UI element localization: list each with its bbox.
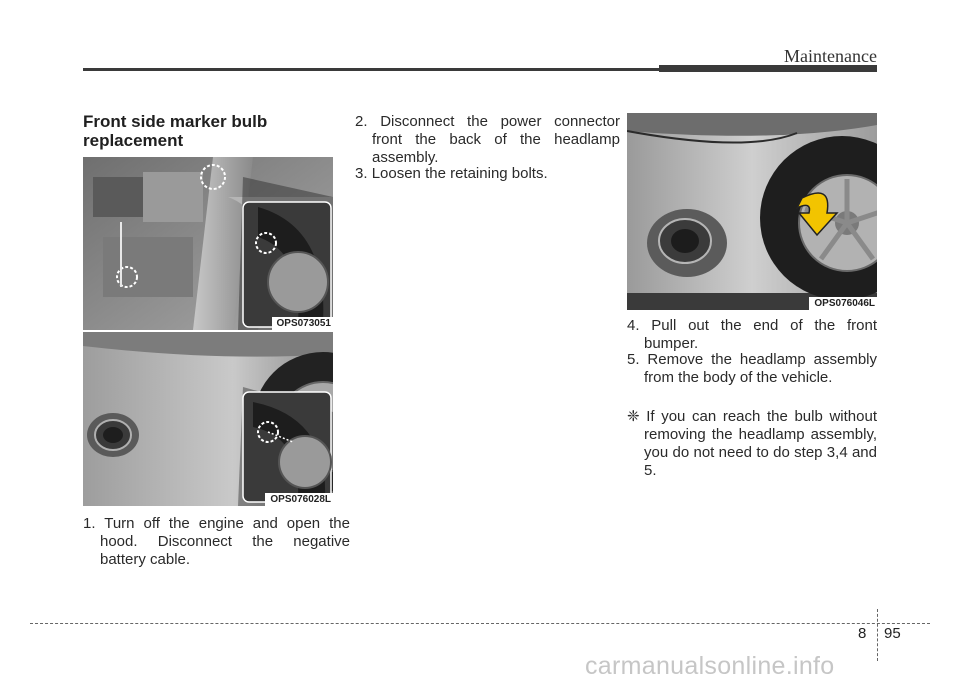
note-icon: ❈ — [627, 408, 640, 425]
step-number: 1. — [83, 515, 96, 532]
header-rule-accent — [659, 65, 877, 72]
note: ❈ If you can reach the bulb without remo… — [627, 408, 877, 480]
engine-bay-illustration — [83, 157, 333, 330]
step-number: 4. — [627, 317, 640, 334]
chapter-number: 8 — [858, 625, 867, 642]
article-heading: Front side marker bulb replacement — [83, 112, 268, 150]
step-3: 3. Loosen the retaining bolts. — [355, 165, 620, 183]
step-2: 2. Disconnect the power connector front … — [355, 113, 620, 167]
step-text: Disconnect the power connector front the… — [372, 113, 620, 166]
figure-label: OPS073051 — [271, 317, 333, 330]
bumper-corner-illustration — [627, 113, 877, 310]
section-title: Maintenance — [784, 46, 877, 66]
step-5: 5. Remove the headlamp assembly from the… — [627, 351, 877, 387]
header-rule — [83, 68, 661, 71]
step-text: Remove the headlamp assembly from the bo… — [644, 351, 877, 386]
front-bumper-illustration — [83, 332, 333, 506]
pull-arrow-icon — [795, 192, 839, 237]
step-text: Loosen the retaining bolts. — [371, 165, 548, 182]
page-number: 95 — [884, 625, 901, 642]
step-text: Turn off the engine and open the hood. D… — [100, 515, 350, 568]
watermark: carmanualsonline.info — [585, 652, 835, 680]
figure-label: OPS076028L — [265, 493, 333, 506]
figure-engine-bay: OPS073051 — [83, 157, 333, 330]
step-number: 2. — [355, 113, 368, 130]
figure-label: OPS076046L — [809, 297, 877, 310]
step-number: 3. — [355, 165, 368, 182]
figure-bumper-corner: OPS076046L — [627, 113, 877, 310]
footer-rule — [30, 623, 930, 624]
step-4: 4. Pull out the end of the front bumper. — [627, 317, 877, 353]
step-1: 1. Turn off the engine and open the hood… — [83, 515, 350, 569]
figure-front-bumper: OPS076028L — [83, 332, 333, 506]
step-text: Pull out the end of the front bumper. — [644, 317, 878, 352]
step-number: 5. — [627, 351, 640, 368]
page-number-divider — [877, 609, 878, 661]
note-text: If you can reach the bulb without removi… — [644, 408, 877, 479]
